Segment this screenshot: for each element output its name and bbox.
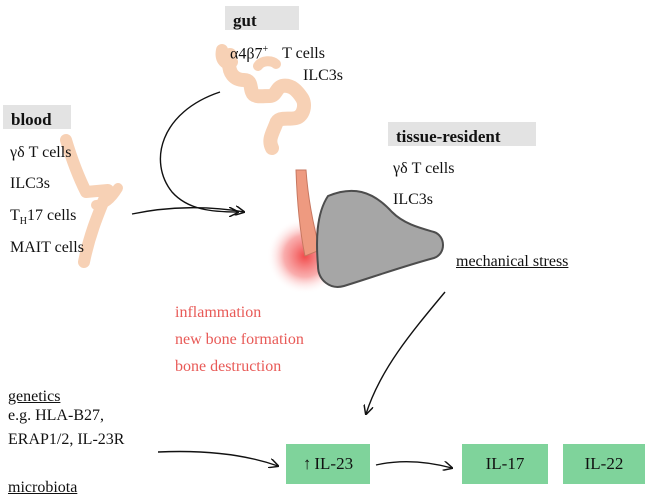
blood-mait-cells: MAIT cells — [10, 239, 84, 256]
th17-t: T — [10, 207, 20, 224]
gut-alpha4beta7-t-cells: α4β7+ T cells — [230, 40, 325, 64]
up-arrow-icon: ↑ — [302, 454, 312, 473]
blood-vessel-illustration — [60, 134, 114, 268]
genetics-line-1: e.g. HLA-B27, — [8, 407, 104, 424]
il23-to-il17-arrow — [375, 460, 452, 468]
tissue-ilc3s: ILC3s — [393, 191, 433, 208]
outcome-inflammation: inflammation — [175, 304, 262, 321]
blood-to-joint-arrow — [131, 208, 244, 214]
il22-label: IL-22 — [584, 454, 624, 473]
gut-colon-illustration — [222, 48, 311, 155]
gut-alpha4beta7-label: α4β7 — [230, 45, 263, 63]
microbiota-label: microbiota — [8, 479, 78, 496]
il22-box: IL-22 — [563, 444, 645, 484]
gut-header: gut — [225, 6, 299, 30]
th17-subscript: H — [19, 216, 28, 228]
genetics-to-il23-arrow — [157, 450, 278, 466]
bone-illustration — [316, 189, 444, 288]
gut-t-cells-label: T cells — [282, 45, 325, 63]
il23-box: ↑IL-23 — [286, 444, 370, 484]
stress-to-il23-arrow — [366, 291, 446, 414]
gut-to-joint-arrow — [159, 91, 238, 212]
th17-rest: 17 cells — [27, 207, 77, 224]
genetics-line-2: ERAP1/2, IL-23R — [8, 431, 125, 448]
genetics-title: genetics — [8, 388, 61, 405]
il17-label: IL-17 — [485, 454, 525, 473]
blood-th17-cells: TH17 cells — [10, 206, 76, 232]
outcome-new-bone-formation: new bone formation — [175, 331, 304, 348]
tissue-gd-t-cells: γδ T cells — [393, 160, 455, 177]
gut-alpha4beta7-sup: + — [262, 44, 269, 55]
il23-label: IL-23 — [314, 454, 354, 473]
blood-header: blood — [3, 105, 71, 129]
tissue-resident-header: tissue-resident — [388, 122, 536, 146]
blood-ilc3s: ILC3s — [10, 175, 50, 192]
blood-gd-t-cells: γδ T cells — [10, 144, 72, 161]
gut-ilc3s: ILC3s — [303, 67, 343, 84]
il17-box: IL-17 — [462, 444, 548, 484]
mechanical-stress-label: mechanical stress — [456, 253, 569, 270]
outcome-bone-destruction: bone destruction — [175, 358, 282, 375]
